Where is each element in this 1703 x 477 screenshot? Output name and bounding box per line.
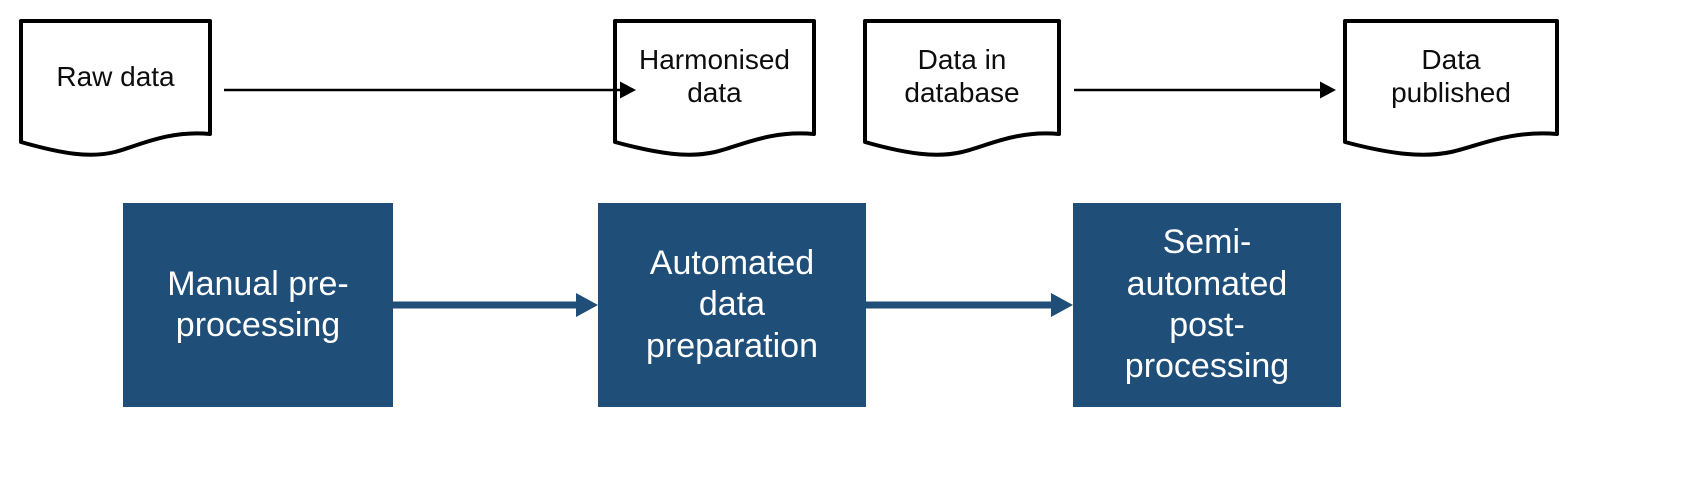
arrow-database-to-published (1074, 78, 1336, 102)
document-outline-icon (613, 19, 816, 157)
process-box-manual-pre-processing[interactable]: Manual pre- processing (123, 203, 393, 407)
document-outline-icon (863, 19, 1061, 157)
arrow-raw-to-harmonised (224, 78, 636, 102)
document-shape-data-in-database[interactable]: Data in database (862, 18, 1062, 158)
arrow-right-icon (393, 293, 598, 317)
document-outline-icon (1343, 19, 1559, 157)
process-label-semi-automated-post-processing: Semi- automated post- processing (1124, 223, 1290, 386)
process-box-automated-data-preparation[interactable]: Automated data preparation (598, 203, 866, 407)
process-label-manual-pre-processing: Manual pre- processing (167, 264, 349, 344)
arrow-right-icon (866, 293, 1073, 317)
arrow-right-icon (224, 81, 636, 99)
document-shape-raw-data[interactable]: Raw data (18, 18, 213, 158)
arrow-manual-to-automated (393, 290, 598, 320)
process-label-automated-data-preparation: Automated data preparation (645, 243, 818, 365)
document-shape-harmonised-data[interactable]: Harmonised data (612, 18, 817, 158)
document-shape-data-published[interactable]: Data published (1342, 18, 1560, 158)
arrow-automated-to-semi (866, 290, 1073, 320)
document-outline-icon (19, 19, 212, 157)
arrow-right-icon (1074, 81, 1336, 99)
process-box-semi-automated-post-processing[interactable]: Semi- automated post- processing (1073, 203, 1341, 407)
